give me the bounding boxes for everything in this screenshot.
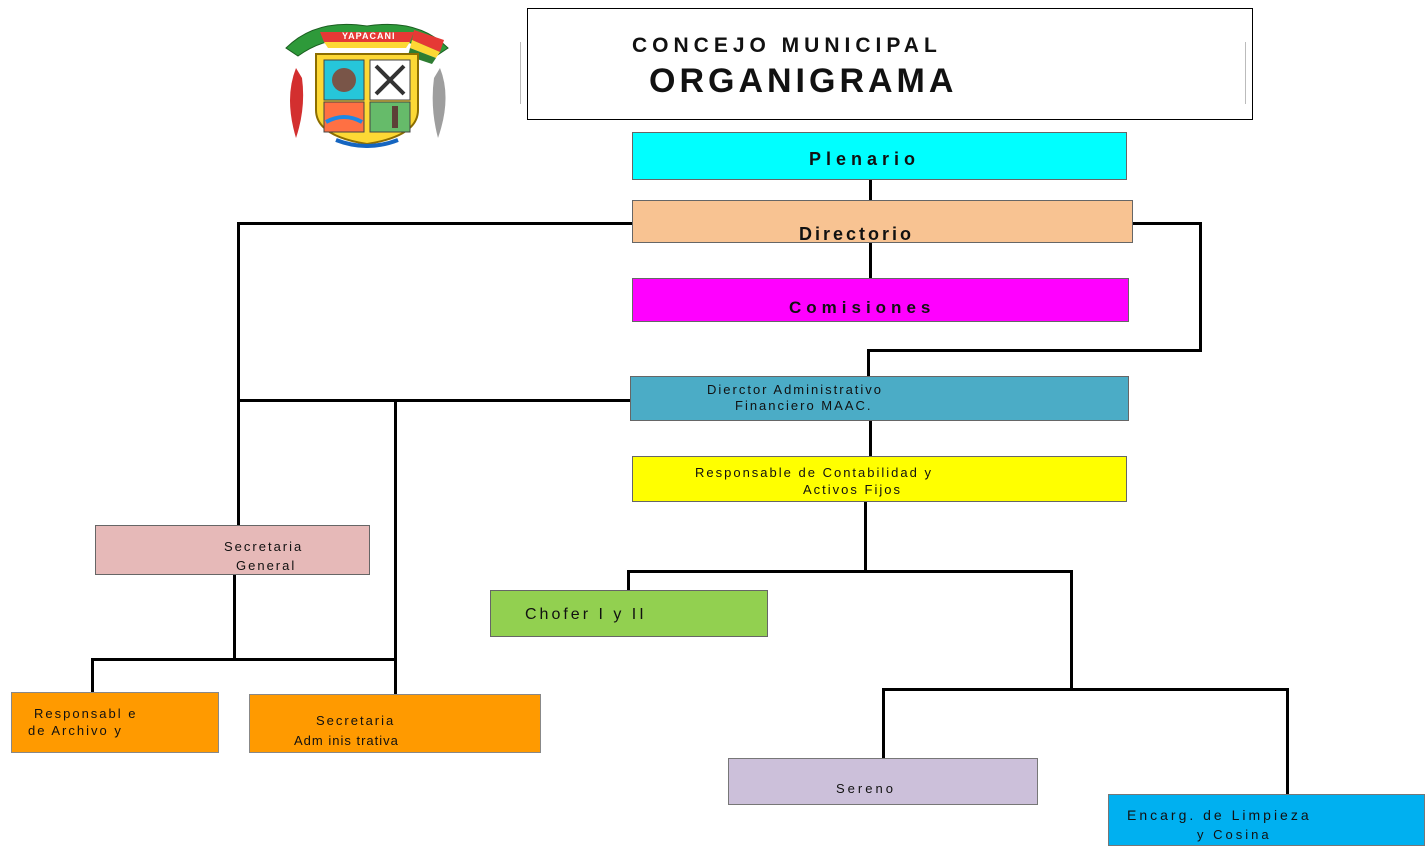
title-inner-frame <box>520 42 1246 104</box>
archivo-box: Responsabl e de Archivo y <box>11 692 219 753</box>
connector <box>91 658 397 661</box>
limpieza-label-line2: y Cosina <box>1197 827 1272 842</box>
sereno-box: Sereno <box>728 758 1038 805</box>
connector <box>237 222 240 527</box>
secretaria-admin-line2: Adm inis trativa <box>294 733 399 748</box>
limpieza-box: Encarg. de Limpieza y Cosina <box>1108 794 1425 846</box>
director-label-line2: Financiero MAAC. <box>735 398 873 413</box>
directorio-label: Directorio <box>799 224 915 244</box>
contabilidad-label-line1: Responsable de Contabilidad y <box>695 465 933 480</box>
connector <box>394 399 397 694</box>
connector <box>233 574 236 660</box>
connector <box>882 688 1289 691</box>
connector <box>869 180 872 202</box>
director-label-line1: Dierctor Administrativo <box>707 382 884 397</box>
connector <box>869 243 872 279</box>
connector <box>869 421 872 458</box>
secretaria-general-line1: Secretaria <box>224 539 304 554</box>
plenario-box: Plenario <box>632 132 1127 180</box>
connector <box>627 570 630 592</box>
council-title: CONCEJO MUNICIPAL <box>632 34 942 57</box>
connector <box>237 222 634 225</box>
connector <box>91 658 94 693</box>
comisiones-label: Comisiones <box>789 298 936 317</box>
secretaria-general-box: Secretaria General <box>95 525 370 575</box>
secretaria-administrativa-box: Secretaria Adm inis trativa <box>249 694 541 753</box>
connector <box>867 349 870 378</box>
connector <box>867 349 1202 352</box>
connector <box>1132 222 1202 225</box>
coat-of-arms-icon <box>285 23 449 148</box>
logo-text: YAPACANI <box>342 31 396 41</box>
chofer-box: Chofer I y II <box>490 590 768 637</box>
secretaria-general-line2: General <box>236 558 297 573</box>
directorio-box: Directorio <box>632 200 1133 244</box>
connector <box>237 399 631 402</box>
secretaria-admin-line1: Secretaria <box>316 713 396 728</box>
contabilidad-label-line2: Activos Fijos <box>803 482 902 497</box>
contabilidad-box: Responsable de Contabilidad y Activos Fi… <box>632 456 1127 502</box>
connector <box>1286 688 1289 794</box>
municipal-logo: YAPACANI <box>276 18 458 148</box>
chofer-label: Chofer I y II <box>525 606 647 623</box>
plenario-label: Plenario <box>809 149 921 169</box>
sereno-label: Sereno <box>836 781 896 796</box>
connector <box>1199 222 1202 352</box>
director-administrativo-box: Dierctor Administrativo Financiero MAAC. <box>630 376 1129 421</box>
page-title: ORGANIGRAMA <box>649 62 958 100</box>
connector <box>1070 570 1073 691</box>
comisiones-box: Comisiones <box>632 278 1129 322</box>
title-frame <box>527 8 1253 120</box>
connector <box>882 688 885 760</box>
archivo-label-line1: Responsabl e <box>34 706 138 721</box>
archivo-label-line2: de Archivo y <box>28 723 123 738</box>
limpieza-label-line1: Encarg. de Limpieza <box>1127 807 1312 823</box>
connector <box>864 501 867 572</box>
connector <box>627 570 1073 573</box>
